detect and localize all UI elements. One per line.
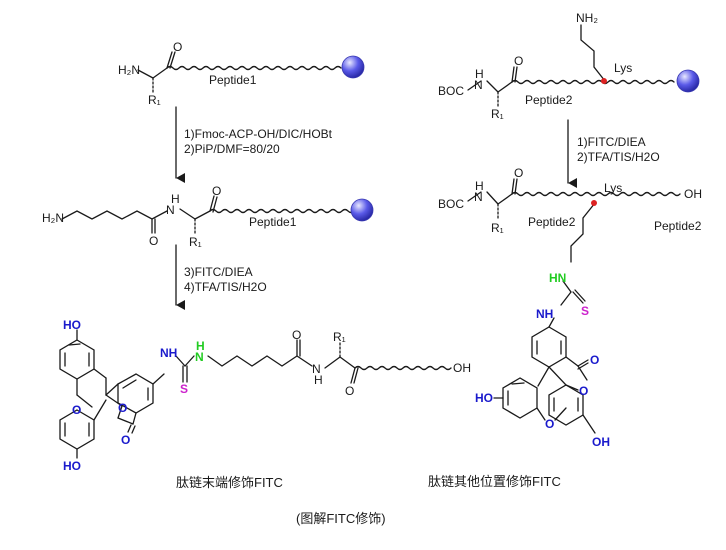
atom-r1-product2: R₁: [491, 221, 504, 235]
atom-o-product: O: [345, 384, 354, 398]
atom-nh2-lys: NH₂: [576, 11, 598, 25]
lys-attachment-dot-1: [601, 78, 607, 84]
atom-r1-intermediate: R₁: [189, 235, 202, 249]
atom-oh-product2: OH: [684, 187, 702, 201]
label-peptide2-left: Peptide2: [528, 215, 576, 229]
atom-h-amide: H: [171, 192, 180, 206]
atom-h-start2: H: [475, 67, 484, 81]
label-lys-product: Lys: [604, 181, 622, 195]
atom-boc-start: BOC: [438, 84, 464, 98]
atom-r1-start2: R₁: [491, 107, 504, 121]
resin-bead-3: [676, 69, 700, 93]
reagent-step4: 4)TFA/TIS/H2O: [184, 280, 267, 294]
atom-o-linker: O: [292, 328, 301, 342]
atom-h-product2: H: [475, 179, 484, 193]
atom-s-fitc: S: [180, 382, 188, 396]
atom-nh-fitc: NH: [160, 346, 177, 360]
reagent-step1: 1)Fmoc-ACP-OH/DIC/HOBt: [184, 127, 333, 141]
intermediate-chain-wave: [209, 208, 355, 214]
atom-h-linker: H: [314, 373, 323, 387]
caption-n-terminal: 肽链末端修饰FITC: [176, 475, 283, 490]
atom-o-start2: O: [514, 54, 523, 68]
label-peptide2-right: Peptide2: [654, 219, 702, 233]
lys-peptide2-cleaved-structure: [467, 178, 681, 434]
atom-o-acp: O: [149, 234, 158, 248]
atom-n-linker: N: [312, 362, 321, 376]
cleaved-chain-wave: [511, 191, 681, 197]
atom-h2n-intermediate: H₂N: [42, 211, 64, 225]
start-peptide1-structure: [137, 51, 342, 94]
atom-r1-product: R₁: [333, 330, 346, 344]
atom-h-green: H: [196, 339, 205, 353]
fitc-product-chain-wave: [354, 365, 452, 371]
atom-n-amide: N: [166, 203, 175, 217]
atom-ho-side: HO: [475, 391, 493, 405]
intermediate-acp-peptide1-structure: [61, 195, 355, 235]
fitc-n-terminal-product-structure: [59, 329, 452, 459]
reagent-side-step1: 1)FITC/DIEA: [577, 135, 646, 149]
atom-hn-green: HN: [549, 271, 566, 285]
atom-oh-side: OH: [592, 435, 610, 449]
atom-o-xanthene2: O: [545, 417, 554, 431]
reagent-side-step2: 2)TFA/TIS/H2O: [577, 150, 660, 164]
atom-o-intermediate: O: [212, 184, 221, 198]
atom-o-lactone: O: [118, 401, 127, 415]
atom-h2n-start: H₂N: [118, 63, 140, 77]
label-lys-start: Lys: [614, 61, 632, 75]
atom-o-carbonyl2: O: [590, 353, 599, 367]
reagent-step2: 2)PiP/DMF=80/20: [184, 142, 280, 156]
peptide1-chain-wave: [166, 65, 342, 71]
atom-r1-start: R₁: [148, 93, 161, 107]
atom-nh-side: NH: [536, 307, 553, 321]
start-peptide2-lys-structure: [467, 24, 675, 107]
lys-attachment-dot-2: [591, 200, 597, 206]
atom-n-green: N: [195, 350, 204, 364]
atom-ho-lower: HO: [63, 459, 81, 473]
atom-o-carbonyl: O: [121, 433, 130, 447]
figure-caption: (图解FITC修饰): [296, 511, 386, 526]
atom-o-lactone2: O: [579, 384, 588, 398]
atom-ho-upper: HO: [63, 318, 81, 332]
reagent-step3: 3)FITC/DIEA: [184, 265, 253, 279]
caption-side-chain: 肽链其他位置修饰FITC: [428, 474, 561, 489]
atom-o-product2: O: [514, 166, 523, 180]
resin-bead-2: [350, 198, 374, 222]
atom-boc-product: BOC: [438, 197, 464, 211]
label-peptide2-start: Peptide2: [525, 93, 573, 107]
atom-n-start2: N: [474, 78, 483, 92]
atom-n-product2: N: [474, 190, 483, 204]
atom-o-xanthene: O: [72, 403, 81, 417]
label-peptide1-start: Peptide1: [209, 73, 257, 87]
peptide2-chain-wave: [511, 79, 675, 85]
atom-o-start: O: [173, 40, 182, 54]
atom-s-side: S: [581, 304, 589, 318]
label-peptide1-intermediate: Peptide1: [249, 215, 297, 229]
resin-bead-1: [341, 55, 365, 79]
atom-oh-product: OH: [453, 361, 471, 375]
